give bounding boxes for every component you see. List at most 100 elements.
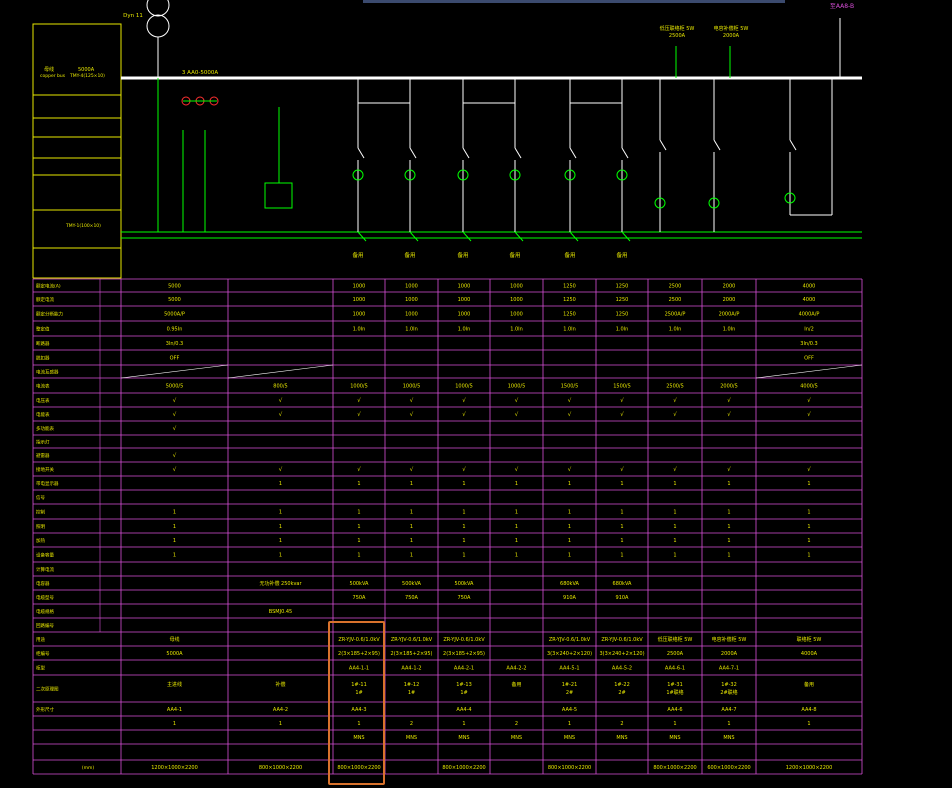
setting-value: 1.0In <box>563 327 576 333</box>
ct-ratio: 1000/5 <box>508 384 526 390</box>
cable-type: ZR-YJV-0.6/1.0kV <box>443 637 485 643</box>
use-2: 2#联络 <box>720 689 737 696</box>
cable-spec: 2500A <box>667 651 684 657</box>
check-mark: √ <box>568 466 572 473</box>
ct-ratio: 5000/5 <box>166 384 184 390</box>
use-2: 2# <box>618 690 625 696</box>
setting-value: 1.0In <box>510 327 523 333</box>
check-mark: √ <box>620 466 624 473</box>
count-mark: 1 <box>357 553 360 559</box>
setting-value: 0.95In <box>167 327 183 333</box>
cable-spec: 2(3×185+2×95) <box>338 651 380 657</box>
off-setting: OFF <box>804 356 814 362</box>
check-mark: √ <box>568 397 572 404</box>
use-1: 补偿 <box>275 681 285 688</box>
cabinet-number: AA4-5 <box>562 707 577 713</box>
check-mark: √ <box>515 466 519 473</box>
row-label: 电流互感器 <box>36 369 59 376</box>
count-mark: 1 <box>673 524 676 530</box>
check-mark: √ <box>410 466 414 473</box>
ct-ratio: 1500/5 <box>613 384 631 390</box>
size-unit: (mm) <box>82 765 95 771</box>
ct-symbol <box>457 169 469 181</box>
row-label: 信号 <box>36 494 45 501</box>
count-mark: 1 <box>727 553 730 559</box>
count-mark: 1 <box>620 481 623 487</box>
cable-spec: 3(3×240+2×120) <box>599 651 644 657</box>
count-mark: 1 <box>279 510 282 516</box>
count-mark: 1 <box>357 538 360 544</box>
incoming-label: 电容补偿柜 5W <box>714 25 749 32</box>
ct-ratio: 2000/5 <box>720 384 738 390</box>
tie-switch <box>789 139 797 151</box>
use-2: 1# <box>355 690 362 696</box>
busbar-label: 3 AA0-5000A <box>182 70 218 76</box>
rated-current-2: 5000 <box>168 297 181 303</box>
cable-type: 电容补偿柜 5W <box>712 636 747 643</box>
calc-current: 910A <box>563 595 577 601</box>
capacity: 500kVA <box>350 581 370 587</box>
pe-bus-label: TMY-1(100×10) <box>65 223 101 229</box>
equipment-schedule-text: 额定电流(A)额定电流额定分断能力整定值断路器脱扣器电流互感器电流表电压表电能表… <box>36 283 832 772</box>
feeder-5: 备用 <box>564 78 622 259</box>
use-2: 2# <box>566 690 573 696</box>
count-mark: 1 <box>673 538 676 544</box>
circuit-number: AA4-6-1 <box>665 666 685 672</box>
use-1: 1#-13 <box>456 682 472 688</box>
count-mark: 1 <box>807 538 810 544</box>
trip-setting: 3In/0.3 <box>166 341 183 347</box>
check-mark: √ <box>410 411 414 418</box>
rated-current-2: 1000 <box>353 297 366 303</box>
rated-current: 1000 <box>458 284 471 290</box>
cabinet-number: AA4-7 <box>721 707 736 713</box>
feeder-circuits: 备用备用备用备用备用备用低压联络柜 5W2500A电容补偿柜 5W2000A <box>181 18 841 259</box>
off-setting: OFF <box>170 356 180 362</box>
capacitor-box <box>264 182 293 209</box>
cabinet-count: 1 <box>279 721 282 727</box>
count-mark: 1 <box>727 481 730 487</box>
breaker-switch <box>357 147 365 159</box>
use-1: 1#-12 <box>404 682 420 688</box>
count-mark: 1 <box>410 510 413 516</box>
breaker-switch <box>462 147 470 159</box>
count-mark: 1 <box>673 553 676 559</box>
cabinet-count: 1 <box>807 721 810 727</box>
feeder-label: 备用 <box>564 251 575 259</box>
row-label: 电缆规格 <box>36 608 54 615</box>
count-mark: 1 <box>462 553 465 559</box>
capacity: 680kVA <box>613 581 633 587</box>
rated-current: 5000 <box>168 284 181 290</box>
breaker-rating: 1000 <box>405 312 418 318</box>
cabinet-size: 1200×1000×2200 <box>786 765 833 771</box>
row-label: 脱扣器 <box>36 355 50 362</box>
row-label: 带电显示器 <box>36 480 59 487</box>
check-mark: √ <box>462 466 466 473</box>
row-label: 指示灯 <box>36 439 50 446</box>
cabinet-model: MNS <box>458 735 469 741</box>
circuit-number: AA4-2-1 <box>454 666 474 672</box>
row-label: 电容器 <box>36 580 50 587</box>
count-mark: 1 <box>410 553 413 559</box>
use-2: 1# <box>408 690 415 696</box>
rated-current: 1000 <box>353 284 366 290</box>
count-mark: 1 <box>807 553 810 559</box>
circuit-number: AA4-1-2 <box>401 666 421 672</box>
equipment-schedule-grid <box>32 278 863 775</box>
count-mark: 1 <box>462 481 465 487</box>
count-mark: 1 <box>807 524 810 530</box>
circuit-number: AA4-2-2 <box>506 666 526 672</box>
count-mark: 1 <box>568 553 571 559</box>
use-1: 1#-32 <box>721 682 737 688</box>
ct-ratio: 1000/5 <box>350 384 368 390</box>
cabinet-number: AA4-2 <box>273 707 288 713</box>
breaker-rating: 4000A/P <box>799 312 820 318</box>
cable-type: 低压联络柜 5W <box>658 636 693 643</box>
cable-spec: 3(3×240+2×120) <box>547 651 592 657</box>
feeder-label: 备用 <box>509 251 520 259</box>
count-mark: 1 <box>279 553 282 559</box>
feeder-3: 备用 <box>457 78 515 259</box>
count-mark: 1 <box>620 510 623 516</box>
feeder-label: 备用 <box>457 251 468 259</box>
